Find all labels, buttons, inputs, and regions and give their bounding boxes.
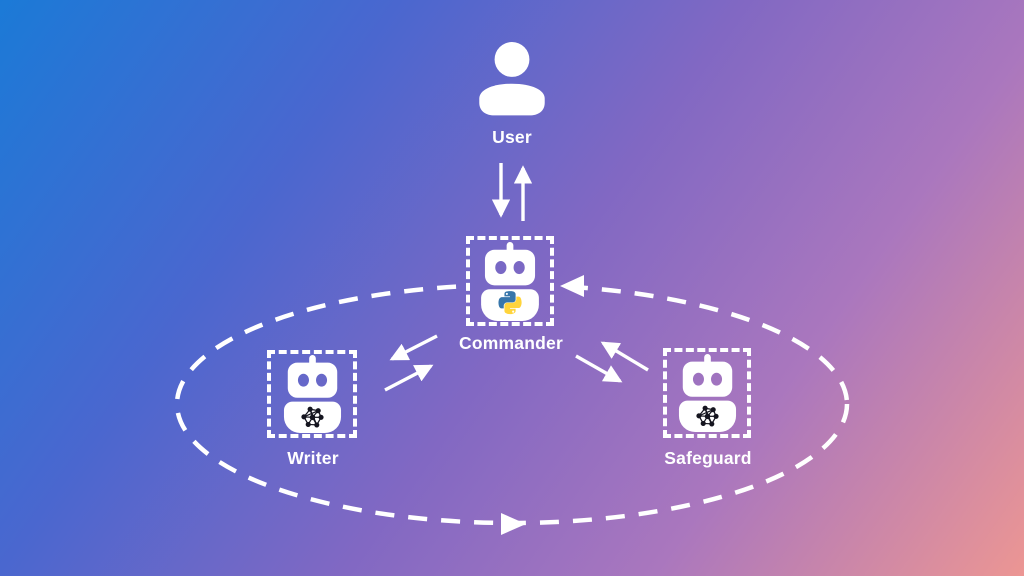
safeguard-node [663,348,751,438]
safeguard-label: Safeguard [664,448,752,468]
user-label: User [492,127,532,147]
cycle-arrowhead-into-commander-icon [560,275,584,297]
robot-head [484,249,536,285]
commander-label: Commander [459,333,563,353]
commander-node [466,236,554,326]
cycle-arrowhead-bottom-icon [501,513,526,535]
arrow-safeguard-to-commander [600,341,649,372]
person-icon [479,42,545,116]
robot-head [682,361,732,397]
robot-head [287,362,337,398]
writer-node [267,350,357,438]
user-node [474,42,550,118]
arrow-commander-to-safeguard [575,354,623,383]
writer-label: Writer [287,448,339,468]
arrow-writer-to-commander [384,364,434,392]
python-logo-icon [498,290,522,314]
neural-network-icon [695,405,719,427]
arrow-commander-to-writer [389,334,438,361]
robot-neural-icon [283,355,341,433]
robot-neural-icon [678,354,736,432]
robot-python-icon [481,241,539,321]
neural-network-icon [300,406,324,428]
